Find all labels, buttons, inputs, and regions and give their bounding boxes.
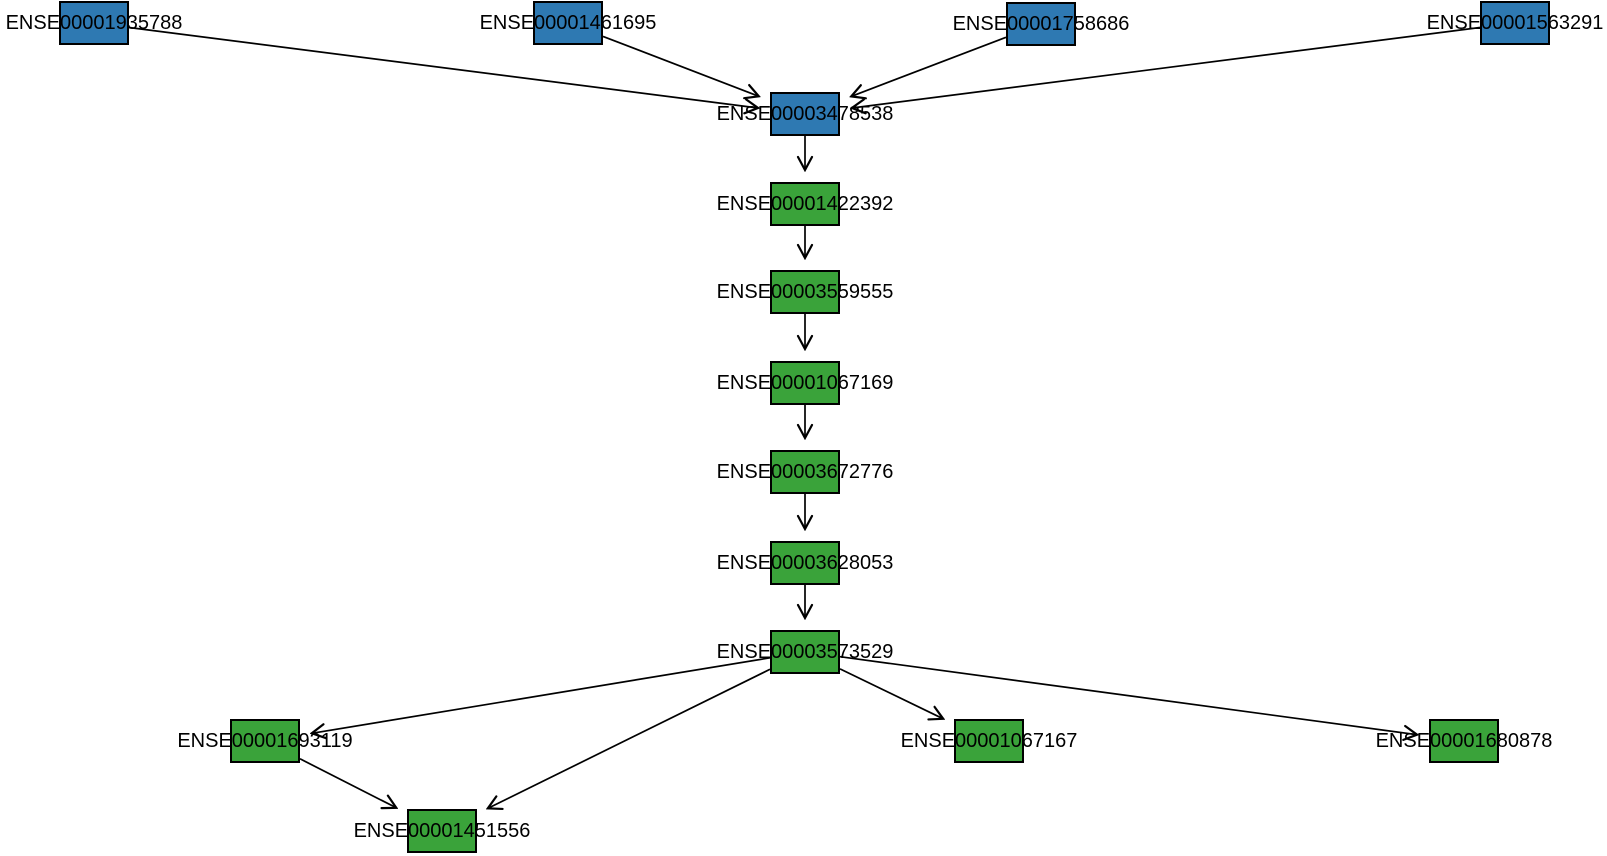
edge-ENSE00001693119-to-ENSE00001451556 [299, 758, 396, 808]
edge-ENSE00001563291-to-ENSE00003478538 [852, 26, 1481, 109]
edge-ENSE00001935788-to-ENSE00003478538 [128, 26, 758, 109]
edge-group [128, 26, 1481, 809]
edge-ENSE00003573529-to-ENSE00001451556 [488, 668, 771, 808]
edge-ENSE00003573529-to-ENSE00001067167 [839, 668, 943, 719]
edge-ENSE00003573529-to-ENSE00001693119 [312, 656, 771, 734]
edge-ENSE00003573529-to-ENSE00001680878 [839, 655, 1417, 735]
edge-ENSE00001758686-to-ENSE00003478538 [851, 36, 1007, 96]
edge-ENSE00001461695-to-ENSE00003478538 [602, 35, 759, 96]
